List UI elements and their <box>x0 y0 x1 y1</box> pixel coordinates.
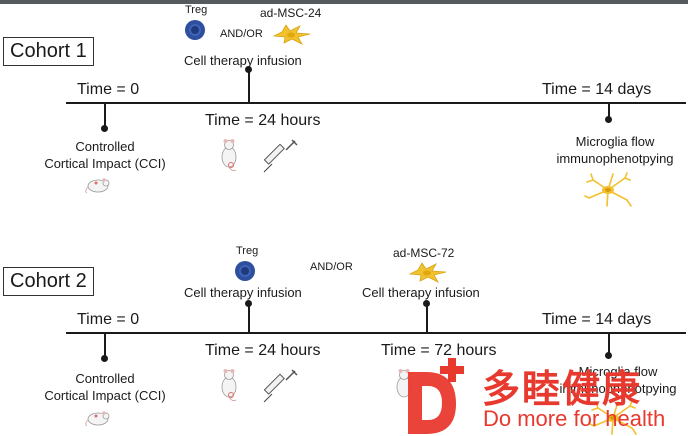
microglia-tick <box>608 333 610 355</box>
infusion-label: Cell therapy infusion <box>184 53 302 68</box>
msc-label: ad-MSC-24 <box>260 6 322 20</box>
cci-dot <box>101 355 108 362</box>
syringe-icon <box>263 369 298 403</box>
top-bar <box>0 0 688 4</box>
cci-dot <box>101 125 108 132</box>
infusion-tick <box>248 70 250 103</box>
time-0-label: Time = 0 <box>77 311 140 328</box>
microglia-label: Microglia flow immunophenotpying <box>545 133 685 167</box>
cohort-2-label: Cohort 2 <box>3 267 94 296</box>
time-0-label: Time = 0 <box>77 81 140 98</box>
cci-line-2: Cortical Impact (CCI) <box>44 156 166 171</box>
microglia-dot <box>605 116 612 123</box>
cci-line-1: Controlled <box>75 371 135 386</box>
watermark-logo-icon <box>408 358 464 434</box>
watermark-chinese: 多睦健康 <box>482 369 643 411</box>
microglia-line-2: immunophenotpying <box>556 151 674 166</box>
cci-line-2: Cortical Impact (CCI) <box>44 388 166 403</box>
timeline-line <box>66 102 686 104</box>
syringe-icon <box>263 139 298 173</box>
microglia-label: Microglia flow immunophenotpying <box>548 363 688 397</box>
treg-label: Treg <box>236 245 259 257</box>
mouse-icon <box>221 369 237 401</box>
msc-label: ad-MSC-72 <box>393 246 455 260</box>
treg-cell-icon <box>185 20 205 40</box>
cohort-1-label: Cohort 1 <box>3 37 94 66</box>
mouse-icon <box>396 369 412 398</box>
time-14-days-label: Time = 14 days <box>542 81 652 98</box>
treg-cell-icon <box>235 261 255 281</box>
timeline-line <box>66 332 686 334</box>
microglia-icon <box>589 400 637 435</box>
msc-cell-icon <box>272 24 311 45</box>
infusion-dot <box>245 66 252 73</box>
time-24-hours-label: Time = 24 hours <box>205 342 321 359</box>
msc-cell-icon <box>408 262 447 283</box>
infusion-label-24h: Cell therapy infusion <box>184 285 302 300</box>
and-or-label: AND/OR <box>310 261 353 273</box>
mouse-icon <box>85 178 110 194</box>
infusion-tick-72h <box>426 304 428 333</box>
time-24-hours-label: Time = 24 hours <box>205 112 321 129</box>
mouse-icon <box>85 411 110 427</box>
treg-label: Treg <box>185 4 208 16</box>
mouse-icon <box>221 139 237 171</box>
microglia-line-2: immunophenotpying <box>559 381 677 396</box>
cci-label: Controlled Cortical Impact (CCI) <box>30 370 180 404</box>
microglia-line-1: Microglia flow <box>578 364 658 379</box>
infusion-label-72h: Cell therapy infusion <box>362 285 480 300</box>
cci-label: Controlled Cortical Impact (CCI) <box>30 138 180 172</box>
microglia-dot <box>605 352 612 359</box>
watermark-tagline: Do more for health <box>483 406 666 431</box>
infusion-dot-72h <box>423 300 430 307</box>
microglia-tick <box>608 103 610 119</box>
microglia-icon <box>584 172 632 207</box>
infusion-tick-24h <box>248 304 250 333</box>
cci-line-1: Controlled <box>75 139 135 154</box>
cci-tick <box>104 103 106 128</box>
and-or-label: AND/OR <box>220 28 263 40</box>
time-72-hours-label: Time = 72 hours <box>381 342 497 359</box>
cci-tick <box>104 333 106 358</box>
infusion-dot-24h <box>245 300 252 307</box>
time-14-days-label: Time = 14 days <box>542 311 652 328</box>
microglia-line-1: Microglia flow <box>575 134 655 149</box>
